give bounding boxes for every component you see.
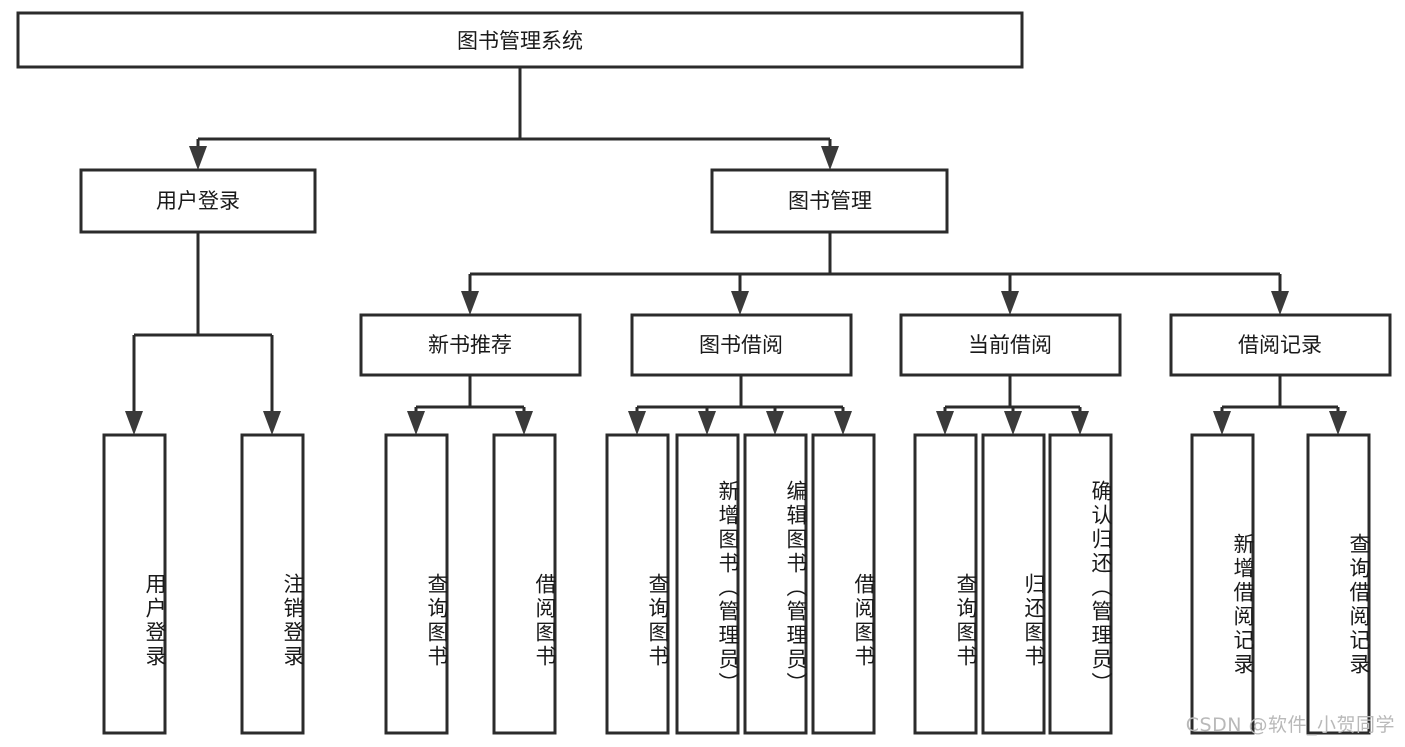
node-book-borrow-box[interactable] xyxy=(630,313,853,377)
arrow-leaf-return-book xyxy=(1004,411,1022,435)
node-leaf-logout-login-box[interactable] xyxy=(240,433,305,735)
arrow-current-borrow xyxy=(1001,291,1019,315)
arrow-borrow-record xyxy=(1271,291,1289,315)
node-new-book-recommend-box[interactable] xyxy=(359,313,582,377)
node-book-management-label: 图书管理 xyxy=(788,189,872,213)
arrow-leaf-query-book-1 xyxy=(407,411,425,435)
arrow-leaf-add-book xyxy=(698,411,716,435)
node-leaf-borrow-book-2-box[interactable] xyxy=(811,433,876,735)
arrow-leaf-edit-book xyxy=(766,411,784,435)
arrow-leaf-query-book-3 xyxy=(936,411,954,435)
arrow-leaf-add-record xyxy=(1213,411,1231,435)
arrow-leaf-user-login xyxy=(125,411,143,435)
node-leaf-return-book-box[interactable] xyxy=(981,433,1046,735)
node-borrow-record-label: 借阅记录 xyxy=(1238,333,1322,357)
node-leaf-confirm-return-box[interactable] xyxy=(1048,433,1113,735)
arrow-leaf-confirm-return xyxy=(1071,411,1089,435)
node-root-label: 图书管理系统 xyxy=(457,29,583,53)
node-borrow-record-box[interactable] xyxy=(1169,313,1392,377)
node-user-login-label: 用户登录 xyxy=(156,189,240,213)
node-leaf-query-book-1-box[interactable] xyxy=(384,433,449,735)
arrow-leaf-borrow-book-1 xyxy=(515,411,533,435)
node-book-management-box[interactable] xyxy=(710,168,949,234)
arrow-leaf-borrow-book-2 xyxy=(834,411,852,435)
node-root-box[interactable] xyxy=(16,11,1024,69)
arrow-new-book-recommend xyxy=(461,291,479,315)
node-new-book-recommend-label: 新书推荐 xyxy=(428,333,512,357)
node-leaf-borrow-book-1-box[interactable] xyxy=(492,433,557,735)
nodes-layer: 图书管理系统 用户登录 图书管理 新书推荐 图书借阅 当前借阅 借阅记录 xyxy=(16,11,1392,735)
arrow-user-login xyxy=(189,146,207,170)
node-leaf-query-book-2-box[interactable] xyxy=(605,433,670,735)
node-leaf-query-book-3-box[interactable] xyxy=(913,433,978,735)
arrow-book-borrow xyxy=(731,291,749,315)
node-current-borrow-label: 当前借阅 xyxy=(968,333,1052,357)
node-current-borrow-box[interactable] xyxy=(899,313,1122,377)
arrow-leaf-query-record xyxy=(1329,411,1347,435)
node-leaf-add-record-box[interactable] xyxy=(1190,433,1255,735)
node-user-login-box[interactable] xyxy=(79,168,317,234)
edges-layer xyxy=(125,67,1347,435)
node-leaf-add-book-box[interactable] xyxy=(675,433,740,735)
arrow-book-management xyxy=(821,146,839,170)
node-book-borrow-label: 图书借阅 xyxy=(699,333,783,357)
node-leaf-query-record-box[interactable] xyxy=(1306,433,1371,735)
csdn-watermark: CSDN @软件_小贺同学 xyxy=(1185,714,1395,736)
arrow-leaf-logout-login xyxy=(263,411,281,435)
node-leaf-user-login-box[interactable] xyxy=(102,433,167,735)
arrow-leaf-query-book-2 xyxy=(628,411,646,435)
node-leaf-edit-book-box[interactable] xyxy=(743,433,808,735)
